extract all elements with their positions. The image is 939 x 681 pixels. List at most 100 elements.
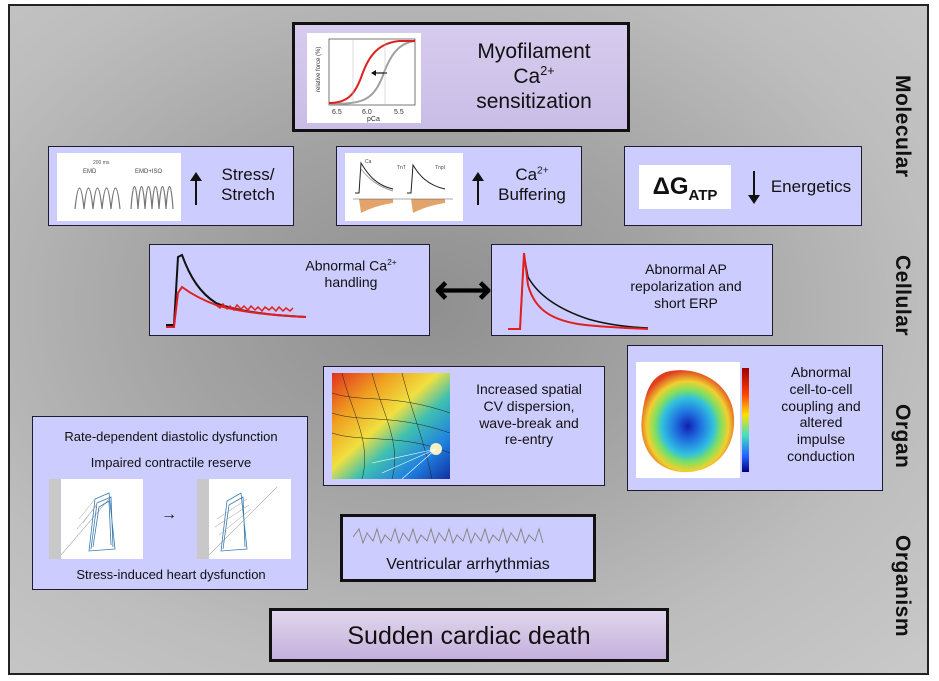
myofilament-label: Myofilament Ca2+ sensitization <box>441 39 627 115</box>
force-pca-chart: relative force (%) pCa 6.5 6.0 5.5 <box>316 38 416 123</box>
pressure-trace-left <box>74 187 121 210</box>
stress-stretch-box: 200 ms EMD EMD+ISO Stress/ Stretch <box>48 146 294 226</box>
plot-xtick-3: 5.5 <box>394 109 404 116</box>
cv-line1: Increased spatial <box>476 381 582 397</box>
heart-line3: Stress-induced heart dysfunction <box>76 567 266 582</box>
ca-trace-noise <box>215 302 294 313</box>
ca-handling-line2: handling <box>324 274 378 291</box>
ap-label: Abnormal AP repolarization and short ERP <box>602 261 770 311</box>
coupling-line4: altered <box>799 414 843 431</box>
buffering-line2: Buffering <box>498 185 566 205</box>
coupling-line2: cell-to-cell <box>789 380 853 397</box>
delta-g-atp-symbol: ΔGATP <box>652 173 718 204</box>
plot-xlabel: pCa <box>367 116 380 123</box>
arrhythmia-label: Ventricular arrhythmias <box>386 556 550 573</box>
plot-xtick-1: 6.5 <box>332 109 342 116</box>
sensitized-curve <box>328 40 415 104</box>
cv-line3: wave-break and <box>479 414 579 431</box>
coupling-label: Abnormal cell-to-cell coupling and alter… <box>762 364 880 465</box>
plot-label-emd: EMD <box>83 169 97 175</box>
ca-handling-chart <box>166 253 307 328</box>
cv-line4: re-entry <box>504 431 554 448</box>
ap-trace-chart <box>508 252 649 330</box>
side-label-organ: Organ <box>891 403 914 469</box>
buffering-trace-plot: Ca TnT TnpI <box>345 153 463 221</box>
sudden-death-box: Sudden cardiac death <box>269 608 669 662</box>
plot-label-tnt: TnT <box>397 165 406 171</box>
increase-arrow-icon <box>472 172 484 205</box>
ecg-trace-chart <box>353 527 544 545</box>
increase-arrow-icon <box>190 172 202 205</box>
pv-loop-before <box>49 479 143 559</box>
conduction-map <box>636 362 749 478</box>
coupling-box: Abnormal cell-to-cell coupling and alter… <box>627 345 883 491</box>
ca-trace-red <box>166 285 307 328</box>
side-label-cellular: Cellular <box>891 255 914 337</box>
buffering-line1: Ca2+ <box>515 165 549 184</box>
plot-label-emdiso: EMD+ISO <box>135 169 163 175</box>
shift-arrowhead <box>371 70 376 76</box>
myofilament-line1: Myofilament <box>477 40 591 63</box>
decrease-arrow-icon <box>748 171 760 204</box>
pressure-trace-plot: 200 ms EMD EMD+ISO <box>57 153 181 221</box>
pressure-trace-right <box>130 185 174 210</box>
abnormal-ap-box: Abnormal AP repolarization and short ERP <box>491 244 773 336</box>
ca-handling-label: Abnormal Ca2+ handling <box>276 257 426 291</box>
diagram-frame: relative force (%) pCa 6.5 6.0 5.5 Myofi… <box>8 4 929 675</box>
ca-transient-right <box>407 163 446 194</box>
ap-line1: Abnormal AP <box>645 261 727 277</box>
buffer-fill-right <box>411 199 445 213</box>
plot-ylabel: relative force (%) <box>316 47 322 92</box>
cv-dispersion-box: Increased spatial CV dispersion, wave-br… <box>323 366 605 486</box>
myofilament-box: relative force (%) pCa 6.5 6.0 5.5 Myofi… <box>292 22 630 132</box>
stress-label: Stress/ Stretch <box>205 165 291 206</box>
myofilament-line3: sensitization <box>476 90 592 114</box>
pv-loop-after-chart <box>197 479 278 559</box>
ap-trace-red <box>508 252 649 330</box>
arrhythmias-box: Ventricular arrhythmias <box>340 514 596 582</box>
ap-line3: short ERP <box>654 294 718 311</box>
plot-scale-label: 200 ms <box>93 160 110 166</box>
coupling-line1: Abnormal <box>791 364 851 380</box>
tissue-map <box>641 370 735 473</box>
plot-xtick-2: 6.0 <box>362 109 372 116</box>
stress-line2: Stretch <box>221 185 275 205</box>
energetics-label: Energetics <box>770 177 852 196</box>
buffering-trace-chart: Ca TnT TnpI <box>353 159 453 213</box>
coupling-line6: conduction <box>787 447 855 464</box>
energetics-box: ΔGATP Energetics <box>624 146 862 226</box>
activation-map <box>332 373 450 479</box>
buffering-label: Ca2+ Buffering <box>487 165 577 206</box>
pv-loop-after <box>197 479 291 559</box>
ap-line2: repolarization and <box>630 277 742 294</box>
pressure-trace-chart: 200 ms EMD EMD+ISO <box>74 160 174 210</box>
ca-handling-box: Abnormal Ca2+ handling <box>149 244 430 336</box>
heart-line2: Impaired contractile reserve <box>90 455 252 470</box>
delta-g-panel: ΔGATP <box>639 165 731 209</box>
plot-label-ca: Ca <box>365 159 372 165</box>
sudden-death-label: Sudden cardiac death <box>347 622 591 650</box>
ca-buffering-box: Ca TnT TnpI Ca2+ Buffering <box>336 146 582 226</box>
ca-transient-left-gray <box>360 168 394 192</box>
side-label-molecular: Molecular <box>891 74 914 178</box>
ca-handling-line1: Abnormal Ca2+ <box>305 257 397 274</box>
plot-label-tnpi: TnpI <box>435 165 445 171</box>
cv-label: Increased spatial CV dispersion, wave-br… <box>456 381 602 448</box>
buffer-fill-left <box>359 199 393 213</box>
stress-line1: Stress/ <box>221 165 275 184</box>
bidirectional-arrow-icon: ⟷ <box>434 268 492 312</box>
control-curve <box>328 40 416 105</box>
side-label-organism: Organism <box>891 534 914 638</box>
cv-line2: CV dispersion, <box>483 397 575 414</box>
heart-line1: Rate-dependent diastolic dysfunction <box>64 429 278 444</box>
ap-trace-black <box>508 254 649 330</box>
force-pca-plot: relative force (%) pCa 6.5 6.0 5.5 <box>307 33 421 123</box>
ca-transient-left <box>355 161 394 194</box>
myofilament-line2: Ca2+ <box>513 64 555 89</box>
coupling-line5: impulse <box>796 431 846 448</box>
heart-dysfunction-box: Rate-dependent diastolic dysfunction Imp… <box>32 416 308 590</box>
coupling-line3: coupling and <box>781 397 861 414</box>
pv-loop-before-chart <box>49 479 116 559</box>
color-scale-bar <box>742 368 749 472</box>
ecg-trace <box>353 527 544 545</box>
